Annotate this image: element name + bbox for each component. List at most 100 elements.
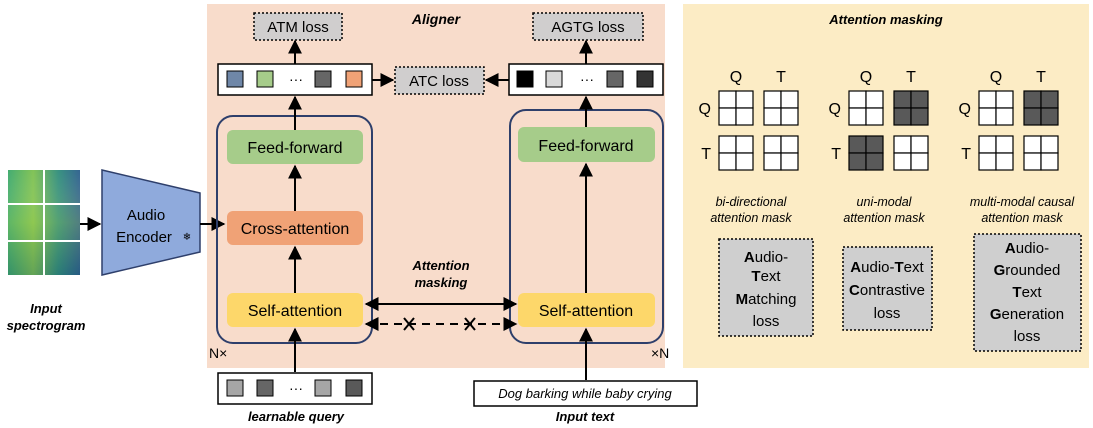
query-ellipsis: ···: [289, 380, 303, 396]
mask-cell: [995, 135, 1014, 154]
output-token: [256, 70, 274, 88]
mask-caption-1-line1: bi-directional: [716, 195, 788, 209]
atm-task-line-1: Audio-: [744, 249, 788, 266]
atc-task-rest: udio-: [861, 259, 894, 276]
atm-task-rest: ext: [761, 268, 782, 285]
masking-panel-title: Attention masking: [828, 12, 942, 27]
mask-row-label-t: T: [961, 146, 971, 163]
mask-cell: [718, 152, 737, 171]
right-output-ellipsis: ···: [580, 71, 594, 87]
left-output-ellipsis: ···: [289, 71, 303, 87]
mask-cell: [893, 152, 912, 171]
agtg-loss-label: AGTG loss: [551, 19, 624, 36]
left-self-attention-label: Self-attention: [248, 303, 342, 320]
mask-caption-3-line2: attention mask: [981, 211, 1063, 225]
mask-cell: [718, 135, 737, 154]
agtg-task-line-2: Grounded: [994, 262, 1061, 279]
agtg-task-line-1: Audio-: [1005, 240, 1049, 257]
mask-cell: [893, 135, 912, 154]
mask-row-label-t: T: [831, 146, 841, 163]
atc-loss-label: ATC loss: [409, 73, 469, 90]
output-token: [226, 70, 244, 88]
mask-cell: [848, 135, 867, 154]
mask-cell: [1040, 152, 1059, 171]
mask-cell: [735, 152, 754, 171]
mask-cell: [718, 107, 737, 126]
input-text-value: Dog barking while baby crying: [498, 386, 672, 401]
output-token: [636, 70, 654, 88]
left-feed-forward-label: Feed-forward: [247, 140, 342, 157]
input-text-box: [473, 380, 698, 407]
agtg-task-line-4: Generation: [990, 306, 1064, 323]
atm-task-initial: T: [751, 268, 760, 285]
output-token: [606, 70, 624, 88]
left-n-layers-label: N×: [209, 345, 227, 361]
agtg-task-initial: A: [1005, 240, 1016, 257]
atc-task-initial: C: [849, 282, 860, 299]
mask-cell: [1040, 107, 1059, 126]
mask-cell: [1040, 90, 1059, 109]
agtg-task-initial: G: [994, 262, 1006, 279]
output-token: [516, 70, 534, 88]
atm-task-initial: A: [744, 249, 755, 266]
mask-cell: [735, 107, 754, 126]
right-self-attention-block: [518, 293, 655, 327]
mask-cell: [978, 90, 997, 109]
agtg-task-box: [973, 233, 1082, 352]
atm-loss-box: [253, 12, 343, 41]
atc-task-line-1: Audio-Text: [850, 259, 924, 276]
mask-cell: [848, 107, 867, 126]
spectrogram-label-line2: spectrogram: [7, 318, 86, 333]
mask-cell: [910, 90, 929, 109]
right-feed-forward-block: [518, 127, 655, 162]
atc-task-box: [842, 246, 933, 331]
output-token: [545, 70, 563, 88]
input-spectrogram: [8, 170, 80, 275]
mask-cell: [780, 90, 799, 109]
mask-col-label-q: Q: [860, 69, 872, 86]
mask-cell: [910, 107, 929, 126]
atm-task-rest: udio-: [755, 249, 788, 266]
mask-cell: [1023, 107, 1042, 126]
mask-cell: [780, 135, 799, 154]
atc-task-initial: T: [895, 259, 904, 276]
mask-cell: [848, 152, 867, 171]
encoder-label-line1: Audio: [127, 207, 165, 224]
atm-task-line-2: Text: [751, 268, 781, 285]
agtg-task-rest: udio-: [1016, 240, 1049, 257]
mask-col-label-q: Q: [990, 69, 1002, 86]
cross-attention-label: Cross-attention: [241, 221, 350, 238]
mask-cell: [763, 90, 782, 109]
mask-caption-2-line1: uni-modal: [857, 195, 913, 209]
mask-cell: [1023, 90, 1042, 109]
agtg-task-rest: rounded: [1005, 262, 1060, 279]
agtg-task-rest: ext: [1022, 284, 1043, 301]
atc-loss-box: [394, 66, 485, 95]
mask-cell: [893, 90, 912, 109]
mask-cell: [978, 107, 997, 126]
output-token: [314, 70, 332, 88]
mask-cell: [763, 135, 782, 154]
attention-masking-label-line1: Attention: [411, 258, 469, 273]
mask-cell: [865, 107, 884, 126]
aligner-title: Aligner: [411, 11, 462, 27]
atm-task-rest: atching: [748, 291, 796, 308]
mask-cell: [978, 135, 997, 154]
agtg-task-initial: G: [990, 306, 1002, 323]
mask-cell: [763, 152, 782, 171]
mask-col-label-t: T: [776, 69, 786, 86]
agtg-task-line-5: loss: [1014, 328, 1041, 345]
atc-task-rest: ontrastive: [860, 282, 925, 299]
query-token: [345, 379, 363, 397]
agtg-task-line-3: Text: [1012, 284, 1042, 301]
mask-cell: [1023, 152, 1042, 171]
right-feed-forward-label: Feed-forward: [538, 138, 633, 155]
atc-task-initial: A: [850, 259, 861, 276]
mask-cell: [910, 152, 929, 171]
atm-task-line-3: Matching: [736, 291, 797, 308]
mask-row-label-q: Q: [829, 101, 841, 118]
mask-cell: [893, 107, 912, 126]
output-token: [345, 70, 363, 88]
agtg-task-rest: eneration: [1002, 306, 1065, 323]
mask-caption-1-line2: attention mask: [710, 211, 792, 225]
